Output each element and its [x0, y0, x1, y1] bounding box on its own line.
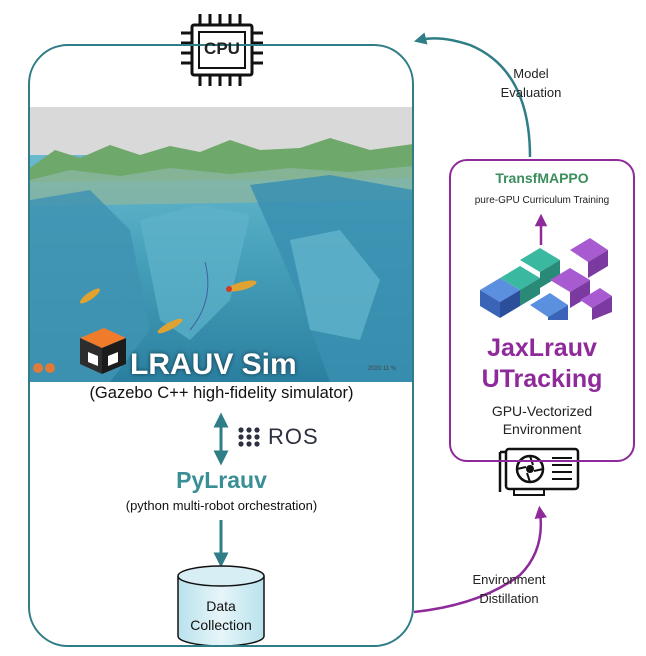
auv-vehicle-2 — [157, 318, 183, 334]
data-collection-line2: Collection — [190, 617, 252, 633]
cpu-pipeline-panel — [28, 44, 414, 647]
cpu-label: CPU — [204, 39, 240, 58]
pause-icon — [33, 363, 43, 373]
play-icon — [45, 363, 55, 373]
model-evaluation-arrow — [413, 32, 532, 158]
data-collection-label: Data Collection — [176, 597, 266, 635]
transfmappo-title: TransfMAPPO — [495, 170, 589, 186]
jaxlrauv-line2: UTracking — [481, 365, 603, 393]
ros-label: ROS — [268, 424, 319, 449]
simulator-view — [30, 107, 413, 382]
environment-distillation-arrow — [413, 505, 548, 614]
gpu-env-caption-line2: Environment — [502, 421, 582, 437]
jaxlrauv-line1: JaxLrauv — [487, 334, 597, 362]
auv-vehicle-3 — [226, 280, 257, 292]
environment-distillation-label: Environment Distillation — [444, 570, 574, 608]
data-collection-line1: Data — [206, 598, 236, 614]
auv-vehicle-1 — [79, 288, 101, 304]
pylrauv-caption: (python multi-robot orchestration) — [125, 498, 318, 513]
gpu-env-caption-line1: GPU-Vectorized — [491, 403, 593, 419]
env-distillation-line2: Distillation — [479, 591, 539, 606]
gpu-env-caption: GPU-Vectorized Environment — [451, 402, 633, 438]
lrauv-sim-title: LRAUV Sim — [130, 348, 297, 381]
cpu-icon — [181, 14, 263, 86]
env-distillation-line1: Environment — [472, 572, 546, 587]
model-evaluation-line1: Model — [513, 66, 549, 81]
jax-logo — [480, 238, 612, 320]
model-evaluation-label: Model Evaluation — [466, 64, 596, 102]
sim-status-readout: 2020 11 % — [368, 366, 397, 372]
model-evaluation-line2: Evaluation — [500, 85, 562, 100]
jaxlrauv-title: JaxLrauv UTracking — [451, 333, 633, 395]
ros-logo-icon — [238, 427, 260, 447]
data-collection-cylinder — [177, 565, 265, 647]
gpu-pipeline-panel — [449, 159, 635, 462]
simulator-caption: (Gazebo C++ high-fidelity simulator) — [89, 384, 354, 402]
gazebo-logo — [80, 328, 126, 374]
pylrauv-title: PyLrauv — [176, 467, 267, 493]
transfmappo-caption: pure-GPU Curriculum Training — [474, 195, 610, 206]
